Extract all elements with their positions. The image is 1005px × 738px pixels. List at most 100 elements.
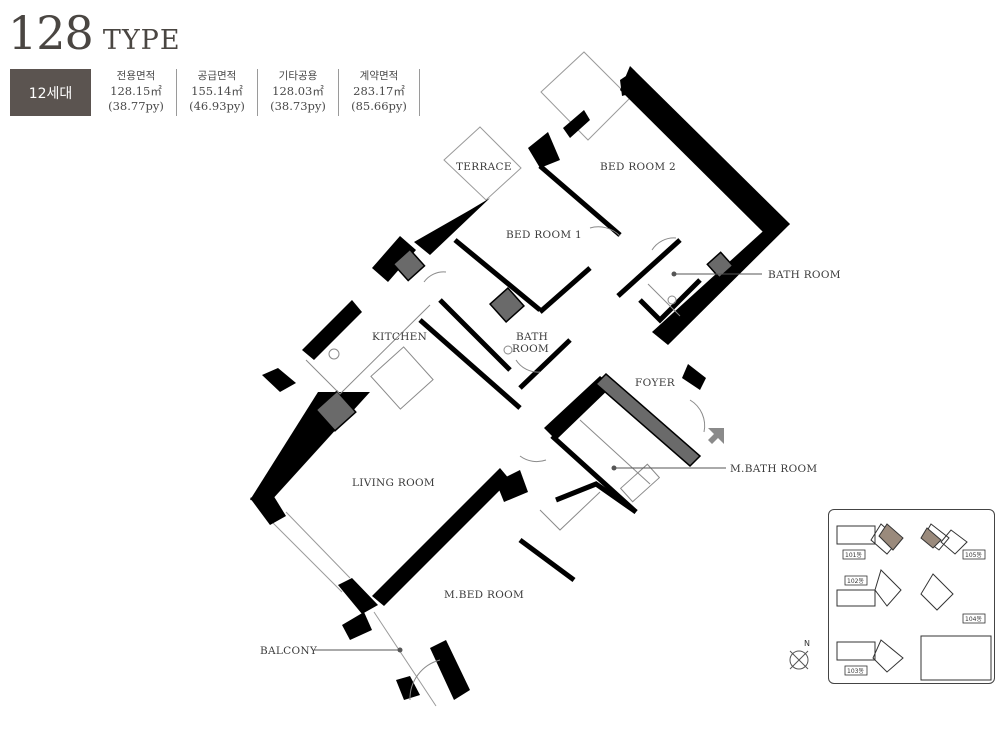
units-badge: 12세대: [10, 69, 91, 116]
interior-walls: [418, 164, 702, 583]
balcony-door-swing: [409, 659, 441, 701]
key-plan-label: 105동: [965, 552, 982, 559]
kitchen-island: [370, 346, 434, 410]
highlight-unit-icon: [878, 523, 904, 551]
sink: [328, 348, 340, 360]
area-py: (85.66py): [351, 99, 407, 113]
door-swing: [423, 271, 447, 283]
wall-foyer-right: [682, 364, 706, 390]
building-icon: [940, 529, 968, 555]
window-outlines: [269, 51, 631, 707]
mbath-partition: [594, 372, 702, 468]
label-box: [842, 549, 866, 560]
door-swing: [589, 226, 621, 237]
mbath-counter: [579, 419, 651, 485]
type-title: 128 TYPE: [8, 6, 181, 64]
label-box: [844, 575, 868, 586]
area-m2: 283.17㎡: [353, 84, 405, 98]
wall-bath-right: [518, 338, 572, 390]
label-bath-room: BATH ROOM: [768, 269, 841, 281]
wall-stub-top: [563, 110, 590, 138]
area-label: 계약면적: [359, 70, 399, 82]
wall-corner-ne: [620, 72, 636, 96]
leader-dot: [397, 647, 403, 653]
north-label: N: [804, 639, 810, 648]
column: [392, 248, 426, 282]
label-box: [962, 613, 986, 624]
label-bed-room-1: BED ROOM 1: [506, 229, 582, 241]
wall-kitchen-left: [302, 300, 362, 360]
area-contract: 계약면적 283.17㎡ (85.66py): [339, 69, 420, 116]
area-exclusive: 전용면적 128.15㎡ (38.77py): [96, 69, 177, 116]
wall-balcony-top: [338, 578, 378, 614]
living-window-inner: [285, 511, 351, 579]
label-terrace: TERRACE: [456, 161, 512, 173]
label-bed-room-2: BED ROOM 2: [600, 161, 676, 173]
area-m2: 155.14㎡: [191, 84, 243, 98]
label-balcony: BALCONY: [260, 645, 318, 657]
wall-mbed-closet: [555, 481, 638, 515]
label-box: [844, 665, 868, 676]
columns: [315, 248, 734, 432]
entry-arrow-icon: [708, 428, 724, 444]
wall-bed1-bottom: [538, 266, 592, 314]
door-swing: [519, 455, 547, 463]
column: [315, 390, 357, 432]
closet-line: [539, 491, 601, 531]
wall-balcony-bottom: [396, 676, 420, 700]
area-m2: 128.03㎡: [272, 84, 324, 98]
north-compass-icon: N: [789, 639, 810, 670]
bedroom2-window-box: [540, 51, 631, 141]
label-bath-line1: BATH: [516, 331, 548, 343]
building-icon: [836, 589, 876, 607]
key-plan-label: 104동: [965, 616, 982, 623]
leader-dot: [671, 271, 677, 277]
balcony-edge: [373, 611, 437, 707]
key-plan: 102동 103동 101동 104동 105동: [828, 509, 995, 684]
kitchen-counter: [305, 304, 431, 395]
label-bath-line2: ROOM: [512, 343, 549, 355]
wall-kitchen-top: [414, 198, 490, 255]
wall-kitchen-corner: [372, 236, 416, 282]
key-plan-label: 101동: [845, 552, 862, 559]
fixtures: [305, 226, 706, 701]
column: [706, 251, 734, 279]
wall-kitchen-bath: [418, 318, 522, 410]
wall-living-corner: [250, 490, 286, 525]
wall-bed1-left: [453, 238, 542, 312]
wall-left-stub: [262, 368, 296, 392]
door-swing: [651, 237, 677, 251]
wall-mbath-top: [544, 376, 612, 440]
bathtub: [619, 463, 661, 503]
leader-dot: [611, 465, 617, 471]
wall-bedroom2-outer: [620, 66, 790, 240]
area-label: 공급면적: [197, 70, 237, 82]
area-label: 전용면적: [116, 70, 156, 82]
area-py: (38.77py): [108, 99, 164, 113]
exterior-walls: [250, 66, 790, 700]
wall-living-mbed: [372, 468, 510, 606]
building-icon: [920, 573, 954, 611]
entry-door-swing: [689, 399, 706, 433]
wall-closet: [496, 470, 528, 502]
area-table: 전용면적 128.15㎡ (38.77py) 공급면적 155.14㎡ (46.…: [96, 69, 420, 116]
building-icon: [836, 525, 876, 545]
door-swing: [515, 359, 541, 373]
type-word: TYPE: [102, 25, 181, 56]
area-supply: 공급면적 155.14㎡ (46.93py): [177, 69, 258, 116]
area-py: (38.73py): [270, 99, 326, 113]
wall-terrace-right: [528, 132, 560, 168]
label-m-bath-room: M.BATH ROOM: [730, 463, 818, 475]
area-common: 기타공용 128.03㎡ (38.73py): [258, 69, 339, 116]
label-m-bed-room: M.BED ROOM: [444, 589, 524, 601]
building-icon: [872, 639, 904, 673]
area-py: (46.93py): [189, 99, 245, 113]
terrace-box: [443, 126, 522, 201]
label-living-room: LIVING ROOM: [352, 477, 435, 489]
wall-bed1-bed2: [538, 164, 622, 237]
empty-block: [920, 635, 992, 681]
wall-balcony-left: [342, 612, 372, 640]
wall-mbed-right: [430, 640, 470, 700]
area-label: 기타공용: [278, 70, 318, 82]
bath-fixture: [647, 283, 681, 317]
